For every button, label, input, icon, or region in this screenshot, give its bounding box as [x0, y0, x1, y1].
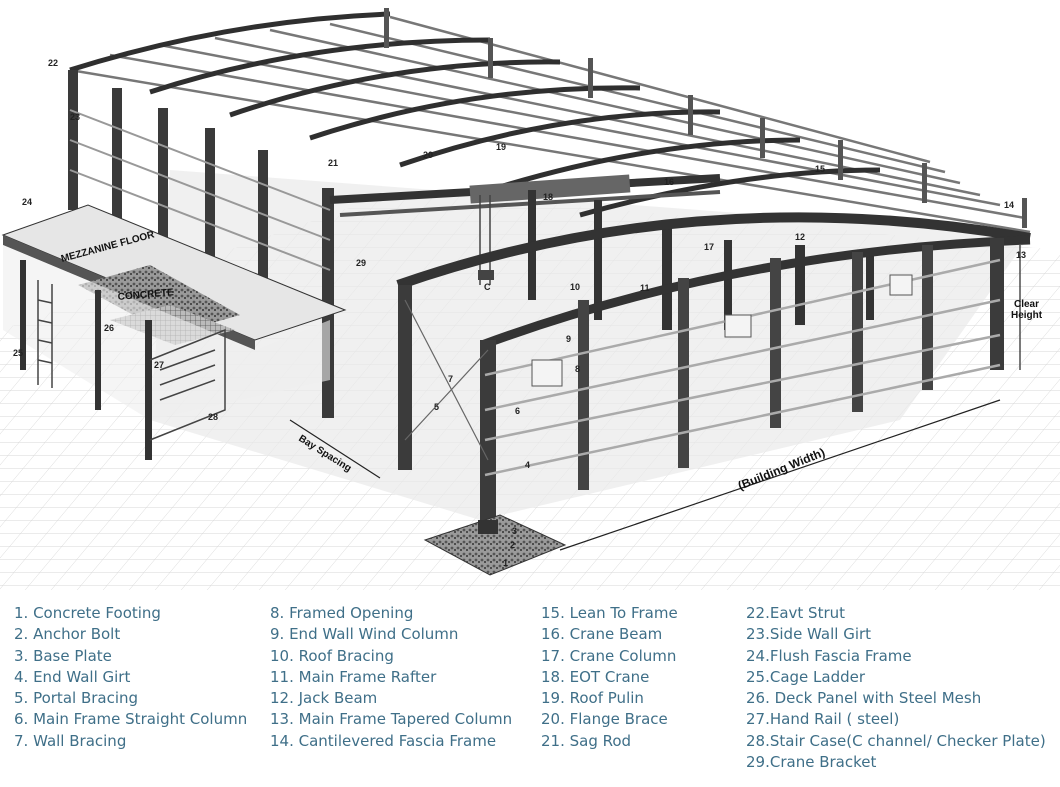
legend-item: 18. EOT Crane: [541, 667, 650, 686]
callout-4: 4: [525, 460, 530, 470]
callout-26: 26: [104, 323, 114, 333]
callout-23: 23: [70, 112, 80, 122]
legend-column-2: 8. Framed Opening 9. End Wall Wind Colum…: [270, 603, 512, 752]
legend-item: 24.Flush Fascia Frame: [746, 646, 912, 665]
main-end-frame: [396, 212, 1031, 525]
callout-28: 28: [208, 412, 218, 422]
legend-item: 22.Eavt Strut: [746, 604, 846, 622]
callout-1: 1: [503, 558, 508, 568]
legend-column-4: 22.Eavt Strut 23.Side Wall Girt 24.Flush…: [746, 603, 1046, 773]
callout-6: 6: [515, 406, 520, 416]
legend: 1. Concrete Footing 2. Anchor Bolt 3. Ba…: [0, 603, 1060, 783]
legend-item: 14. Cantilevered Fascia Frame: [270, 731, 497, 750]
callout-27: 27: [154, 360, 164, 370]
legend-item: 13. Main Frame Tapered Column: [270, 710, 513, 729]
callout-11: 11: [640, 283, 650, 293]
legend-item: 23.Side Wall Girt: [746, 625, 872, 644]
eot-crane: [329, 174, 721, 285]
callout-24: 24: [22, 197, 32, 207]
concrete-footing: [423, 514, 567, 576]
far-columns: [384, 8, 1027, 228]
callout-18: 18: [543, 192, 553, 202]
concrete-label: CONCRETE: [117, 287, 174, 303]
legend-item: 26. Deck Panel with Steel Mesh: [746, 689, 982, 708]
callout-2: 2: [510, 540, 515, 550]
callout-15: 15: [815, 164, 825, 174]
callout-14: 14: [1004, 200, 1014, 210]
legend-item: 27.Hand Rail ( steel): [746, 710, 900, 729]
steel-building-diagram: MEZZANINE FLOOR CONCRETE Bay Spacing (Bu…: [0, 8, 1060, 590]
legend-item: 21. Sag Rod: [541, 731, 632, 750]
callout-c: C: [484, 282, 491, 292]
legend-item: 6. Main Frame Straight Column: [14, 710, 248, 729]
side-wall-girts: [69, 109, 331, 271]
legend-item: 4. End Wall Girt: [14, 667, 131, 686]
callout-20: 20: [423, 150, 433, 160]
callout-3: 3: [512, 526, 517, 536]
legend-item: 20. Flange Brace: [541, 710, 668, 729]
callout-22: 22: [48, 58, 58, 68]
callout-17: 17: [704, 242, 714, 252]
framed-opening-2: [724, 314, 752, 338]
legend-item: 10. Roof Bracing: [270, 646, 394, 665]
roof-purlins: [69, 15, 1031, 234]
callouts: 1 2 3 4 5 6 7 8 9 10 11 12 13 14 15 16 1…: [13, 58, 1026, 568]
legend-item: 25.Cage Ladder: [746, 667, 866, 686]
mezzanine: [1, 204, 347, 460]
callout-21: 21: [328, 158, 338, 168]
legend-item: 5. Portal Bracing: [14, 689, 139, 708]
legend-item: 16. Crane Beam: [541, 625, 663, 644]
wall-bracing: [404, 299, 489, 461]
callout-13: 13: [1016, 250, 1026, 260]
legend-item: 2. Anchor Bolt: [14, 625, 121, 644]
legend-item: 15. Lean To Frame: [541, 604, 678, 622]
callout-10: 10: [570, 282, 580, 292]
callout-16: 16: [664, 177, 674, 187]
callout-5: 5: [434, 402, 439, 412]
callout-12: 12: [795, 232, 805, 242]
clear-height-label-1: Clear: [1014, 299, 1039, 310]
clear-height-label-2: Height: [1011, 310, 1043, 321]
legend-item: 19. Roof Pulin: [541, 689, 644, 708]
callout-7: 7: [448, 374, 453, 384]
callout-29: 29: [356, 258, 366, 268]
legend-item: 28.Stair Case(C channel/ Checker Plate): [746, 731, 1046, 750]
legend-item: 1. Concrete Footing: [14, 604, 161, 622]
legend-item: 9. End Wall Wind Column: [270, 625, 459, 644]
callout-9: 9: [566, 334, 571, 344]
callout-25: 25: [13, 348, 23, 358]
legend-item: 3. Base Plate: [14, 646, 112, 665]
callout-8: 8: [575, 364, 580, 374]
legend-item: 29.Crane Bracket: [746, 753, 877, 772]
legend-item: 11. Main Frame Rafter: [270, 667, 437, 686]
framed-opening-1: [531, 359, 563, 387]
legend-item: 7. Wall Bracing: [14, 731, 127, 750]
legend-item: 8. Framed Opening: [270, 604, 414, 622]
legend-column-1: 1. Concrete Footing 2. Anchor Bolt 3. Ba…: [14, 603, 247, 752]
callout-19: 19: [496, 142, 506, 152]
framed-opening-3: [889, 274, 913, 296]
legend-item: 12. Jack Beam: [270, 689, 378, 708]
legend-item: 17. Crane Column: [541, 646, 677, 665]
base-plate: [478, 520, 498, 534]
dimension-lines: [289, 245, 1021, 551]
legend-column-3: 15. Lean To Frame 16. Crane Beam 17. Cra…: [541, 603, 678, 752]
